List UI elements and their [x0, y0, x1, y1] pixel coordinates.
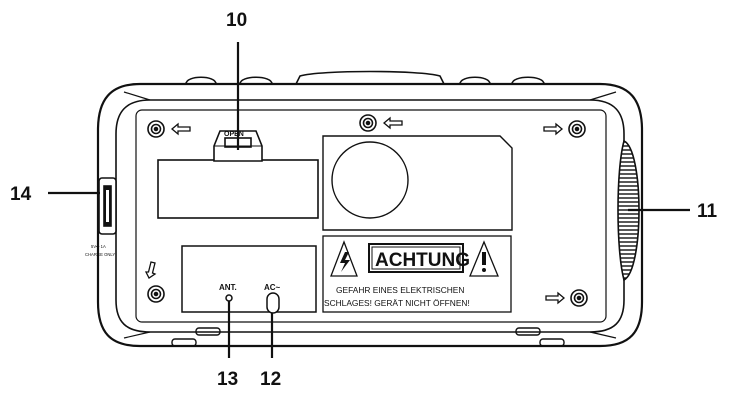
screw-bottom-right	[570, 289, 588, 307]
arrow-down-icon	[144, 261, 157, 279]
ac-label: AC~	[264, 283, 281, 292]
screw-top-right	[568, 120, 586, 138]
arrow-right-icon	[545, 291, 566, 305]
arrow-left-icon	[382, 116, 403, 130]
top-buttons	[185, 70, 545, 85]
callout-10: 10	[226, 10, 247, 31]
battery-cover	[157, 159, 319, 219]
open-label: OPEN	[224, 131, 244, 138]
device-housing	[96, 82, 644, 348]
warning-title: ACHTUNG	[375, 250, 470, 271]
usb-label-line-2: CHARGE ONLY	[85, 252, 115, 257]
bottom-feet	[171, 327, 565, 347]
connector-panel	[181, 245, 317, 314]
callout-12: 12	[260, 369, 281, 390]
warning-line-1: GEFAHR EINES ELEKTRISCHEN	[336, 285, 464, 295]
speaker-cone	[331, 141, 409, 219]
screws	[147, 114, 588, 307]
usb-port	[98, 177, 117, 235]
warning-line-2: SCHLAGES! GERÄT NICHT ÖFFNEN!	[324, 298, 470, 308]
speaker-panel	[322, 135, 513, 231]
top-button-main	[294, 70, 446, 85]
screw-bottom-left	[147, 285, 165, 303]
arrow-right-icon	[543, 122, 564, 136]
direction-arrows	[144, 116, 566, 305]
arrow-left-icon	[170, 122, 191, 136]
callout-13: 13	[217, 369, 238, 390]
screw-top-left	[147, 120, 165, 138]
callout-14: 14	[10, 184, 32, 205]
usb-label-line-1: 5V⎓ 1A	[91, 244, 106, 249]
ant-label: ANT.	[219, 283, 237, 292]
antenna-jack	[225, 294, 233, 302]
ac-socket	[266, 292, 280, 314]
callout-11: 11	[697, 201, 718, 222]
warning-panel	[322, 235, 512, 313]
screw-top-center	[359, 114, 377, 132]
callout-lines	[48, 42, 690, 358]
